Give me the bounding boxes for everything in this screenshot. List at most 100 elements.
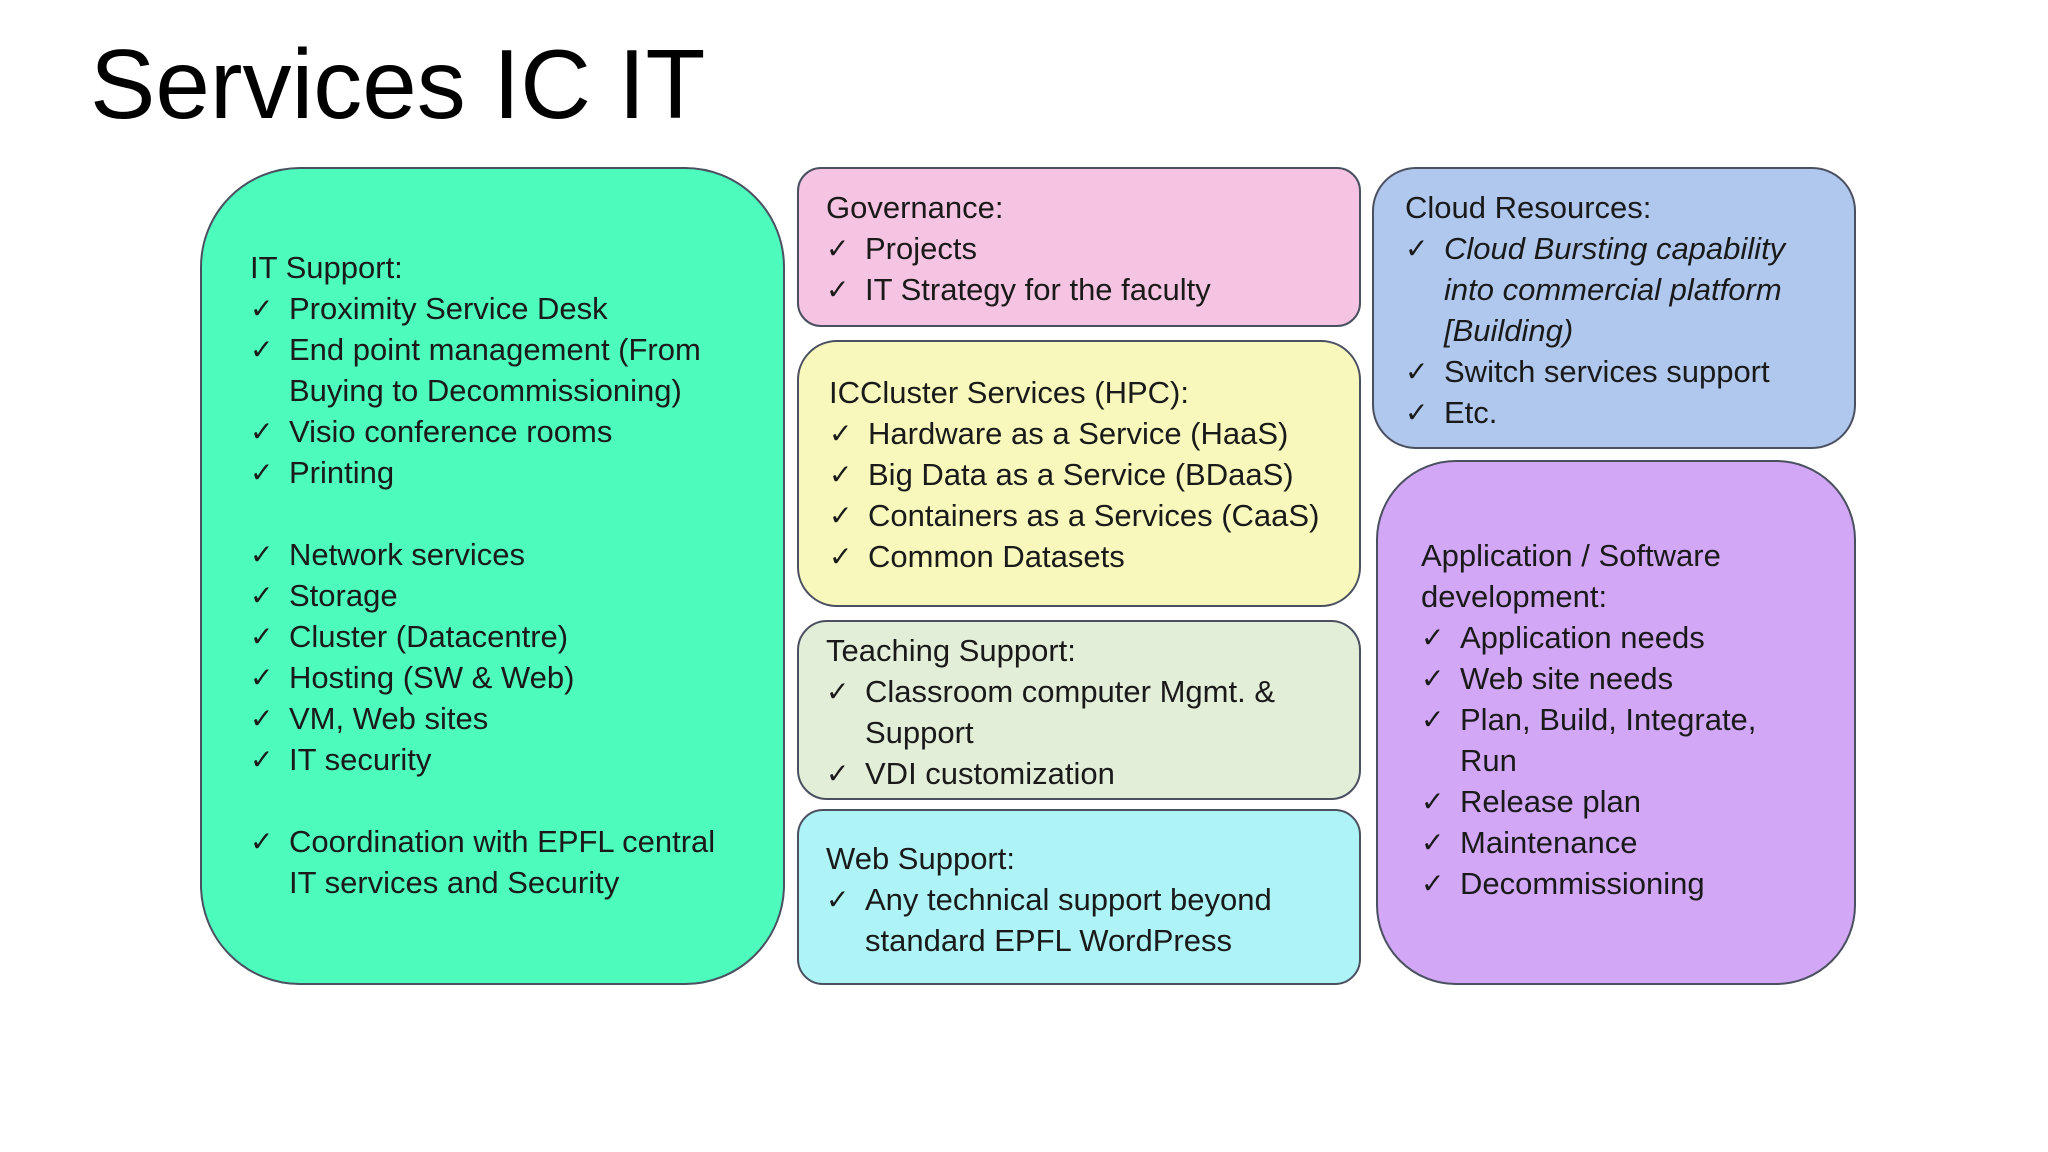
list-item-label: Web site needs <box>1460 661 1674 696</box>
list-item-label: Switch services support <box>1444 354 1770 389</box>
list-item: ✓VDI customization <box>826 753 1339 794</box>
checkmark-icon: ✓ <box>1421 621 1445 654</box>
slide-title: Services IC IT <box>90 29 706 139</box>
list-item: ✓ Decommissioning <box>1421 863 1834 904</box>
checkmark-icon: ✓ <box>826 675 850 708</box>
list-item: ✓ Hosting (SW & Web) <box>250 657 743 698</box>
it-support-heading: IT Support: <box>250 250 403 285</box>
list-item-label: Storage <box>289 578 398 613</box>
checkmark-icon: ✓ <box>1421 662 1445 695</box>
list-item-label: Coordination with EPFL central IT servic… <box>289 824 716 900</box>
teaching-support-box: Teaching Support: ✓ Classroom computer Mg… <box>797 620 1361 800</box>
list-item: ✓ VM, Web sites <box>250 698 743 739</box>
cloud-resources-box: Cloud Resources: ✓ Cloud Bursting capabil… <box>1372 167 1856 449</box>
checkmark-icon: ✓ <box>250 333 274 366</box>
app-development-list: ✓ Application needs ✓ Web site needs ✓ Plan… <box>1421 617 1834 904</box>
teaching-support-heading: Teaching Support: <box>826 633 1076 668</box>
checkmark-icon: ✓ <box>250 620 274 653</box>
checkmark-icon: ✓ <box>826 757 850 790</box>
list-item-label: Etc. <box>1444 395 1498 430</box>
checkmark-icon: ✓ <box>829 499 853 532</box>
list-item-label: Classroom computer Mgmt. & Support <box>865 674 1275 750</box>
cloud-resources-heading: Cloud Resources: <box>1405 190 1652 225</box>
list-item-label: Printing <box>289 455 395 490</box>
list-item-label: Maintenance <box>1460 825 1638 860</box>
list-item: ✓ Cloud Bursting capability into commerci… <box>1405 228 1834 351</box>
list-item: ✓ Application needs <box>1421 617 1834 658</box>
list-item-label: Proximity Service Desk <box>289 291 608 326</box>
list-item: ✓ Cluster (Datacentre) <box>250 616 743 657</box>
checkmark-icon: ✓ <box>250 456 274 489</box>
checkmark-icon: ✓ <box>1405 355 1429 388</box>
checkmark-icon: ✓ <box>826 883 850 916</box>
list-item-label: Common Datasets <box>868 539 1125 574</box>
governance-box: Governance: ✓Projects ✓IT Strategy for t… <box>797 167 1361 327</box>
list-item: ✓ Any technical support beyond standard E… <box>826 879 1339 961</box>
list-item: ✓ IT security <box>250 739 743 780</box>
list-item-label: Decommissioning <box>1460 866 1705 901</box>
list-item: ✓ Maintenance <box>1421 822 1834 863</box>
list-item: ✓ Visio conference rooms <box>250 411 743 452</box>
checkmark-icon: ✓ <box>1421 785 1445 818</box>
list-item-label: Cluster (Datacentre) <box>289 619 569 654</box>
checkmark-icon: ✓ <box>250 743 274 776</box>
checkmark-icon: ✓ <box>250 702 274 735</box>
list-item: ✓ Switch services support <box>1405 351 1834 392</box>
checkmark-icon: ✓ <box>826 273 850 306</box>
list-item-label: Application needs <box>1460 620 1705 655</box>
list-item-label: End point management (From Buying to Dec… <box>289 332 701 408</box>
list-item: ✓ Containers as a Services (CaaS) <box>829 495 1339 536</box>
list-item: ✓ Etc. <box>1405 392 1834 433</box>
list-item-label: Hosting (SW & Web) <box>289 660 575 695</box>
checkmark-icon: ✓ <box>1421 826 1445 859</box>
it-support-box: IT Support: ✓ Proximity Service Desk ✓ End… <box>200 167 785 985</box>
list-item: ✓ Plan, Build, Integrate, Run <box>1421 699 1790 781</box>
checkmark-icon: ✓ <box>1421 703 1445 736</box>
checkmark-icon: ✓ <box>829 458 853 491</box>
iccluster-box: ICCluster Services (HPC): ✓ Hardware as a… <box>797 340 1361 607</box>
checkmark-icon: ✓ <box>1405 396 1429 429</box>
it-support-list: ✓ Proximity Service Desk ✓ End point manag… <box>250 288 743 903</box>
list-item: ✓ Proximity Service Desk <box>250 288 743 329</box>
checkmark-icon: ✓ <box>1421 867 1445 900</box>
checkmark-icon: ✓ <box>1405 232 1429 265</box>
app-development-box: Application / Software development: ✓ App… <box>1376 460 1856 985</box>
list-item-label: Containers as a Services (CaaS) <box>868 498 1320 533</box>
list-item: ✓Network services <box>250 534 743 575</box>
checkmark-icon: ✓ <box>829 417 853 450</box>
list-item-label: Projects <box>865 231 977 266</box>
checkmark-icon: ✓ <box>826 232 850 265</box>
app-development-heading: Application / Software development: <box>1421 538 1721 614</box>
list-item: ✓ Printing <box>250 452 743 493</box>
list-item-label: IT security <box>289 742 432 777</box>
list-item-label: VM, Web sites <box>289 701 489 736</box>
web-support-list: ✓ Any technical support beyond standard E… <box>826 879 1339 961</box>
list-item: ✓ Hardware as a Service (HaaS) <box>829 413 1339 454</box>
list-item-label: Hardware as a Service (HaaS) <box>868 416 1289 451</box>
checkmark-icon: ✓ <box>250 661 274 694</box>
list-item: ✓ Web site needs <box>1421 658 1834 699</box>
checkmark-icon: ✓ <box>829 540 853 573</box>
list-item: ✓IT Strategy for the faculty <box>826 269 1339 310</box>
list-item: ✓ Big Data as a Service (BDaaS) <box>829 454 1339 495</box>
list-item: ✓ Common Datasets <box>829 536 1339 577</box>
list-item-label: Big Data as a Service (BDaaS) <box>868 457 1294 492</box>
list-item-label: Cloud Bursting capability into commercia… <box>1444 231 1786 348</box>
list-item-label: Network services <box>289 537 525 572</box>
list-item: ✓ Classroom computer Mgmt. & Support <box>826 671 1339 753</box>
checkmark-icon: ✓ <box>250 415 274 448</box>
iccluster-heading: ICCluster Services (HPC): <box>829 375 1189 410</box>
list-item-label: Plan, Build, Integrate, Run <box>1460 702 1757 778</box>
list-item-label: Visio conference rooms <box>289 414 613 449</box>
list-item-label: Release plan <box>1460 784 1641 819</box>
list-item: ✓ Storage <box>250 575 743 616</box>
checkmark-icon: ✓ <box>250 292 274 325</box>
governance-list: ✓ Projects ✓IT Strategy for the faculty <box>826 228 1339 310</box>
iccluster-list: ✓ Hardware as a Service (HaaS) ✓ Big Data … <box>829 413 1339 577</box>
cloud-resources-list: ✓ Cloud Bursting capability into commerci… <box>1405 228 1834 433</box>
list-item-label: Any technical support beyond standard EP… <box>865 882 1272 958</box>
web-support-box: Web Support: ✓Any technical support beyo… <box>797 809 1361 985</box>
list-item: ✓ Projects <box>826 228 1339 269</box>
checkmark-icon: ✓ <box>250 579 274 612</box>
teaching-support-list: ✓ Classroom computer Mgmt. & Support ✓VDI… <box>826 671 1339 794</box>
